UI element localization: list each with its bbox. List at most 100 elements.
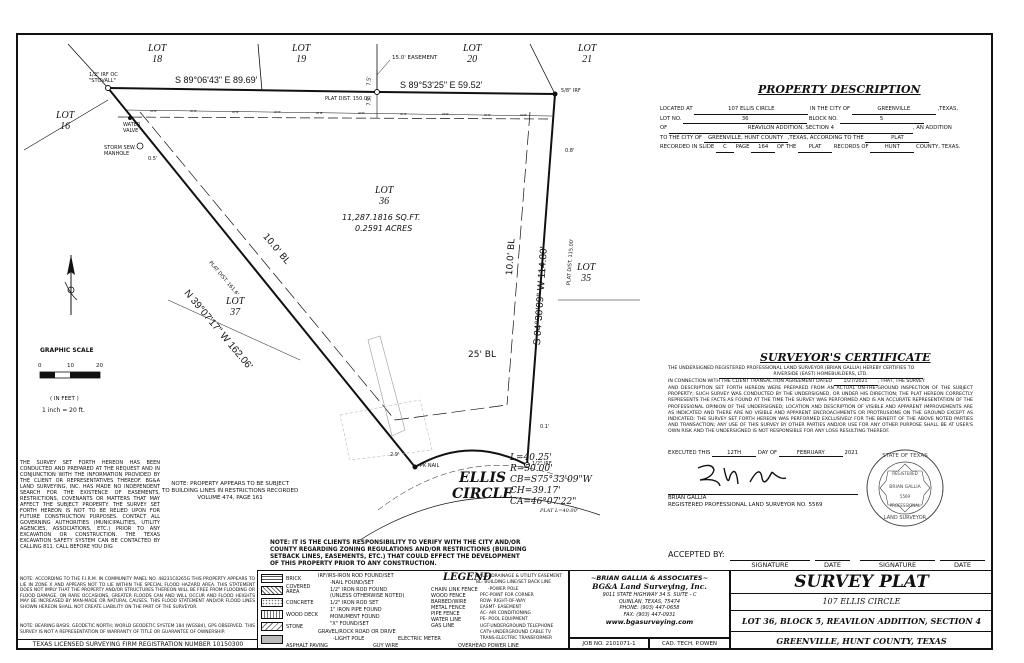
scale-unit: ( IN FEET ) xyxy=(50,396,79,402)
svg-text:OHP: OHP xyxy=(484,113,491,117)
legend-pe: PE- POOL EQUIPMENT xyxy=(480,617,528,622)
legend-brick: BRICK xyxy=(286,576,302,582)
legend-irf: IRF/IRS-IRON ROD FOUND/SET xyxy=(318,573,394,579)
easement-label: 15.0' EASEMENT xyxy=(392,55,438,61)
legend-wood-deck: WOOD DECK xyxy=(286,612,319,618)
corner-se-label: 1/2" IRF xyxy=(532,461,552,467)
legend-water-line: WATER LINE xyxy=(431,617,462,623)
svg-text:OHP: OHP xyxy=(190,109,197,113)
flood-note: NOTE: ACCORDING TO THE F.I.R.M. IN COMMU… xyxy=(20,577,255,610)
seal-registered: REGISTERED xyxy=(892,471,918,476)
street-curve xyxy=(359,497,601,541)
legend-gas-line: GAS LINE xyxy=(431,623,455,629)
scale-tick-20: 20 xyxy=(96,363,103,369)
executed-line: EXECUTED THIS 12TH DAY OF FEBRUARY 2021 xyxy=(668,450,858,457)
legend-x-found: "X" FOUND/SET xyxy=(330,621,369,627)
company-legal-name: BG&A Land Surveying, Inc. xyxy=(592,582,707,591)
seal-top-text: STATE OF TEXAS xyxy=(882,453,928,459)
offset-0-5: 0.5' xyxy=(148,156,158,162)
legend-pfc: PFC-POINT FOR CORNER xyxy=(480,593,534,598)
legend-stone: STONE xyxy=(286,624,304,630)
lot-line xyxy=(67,43,109,89)
plat-dist-north: PLAT DIST. 150.00' xyxy=(325,96,372,102)
stone-swatch xyxy=(261,622,283,631)
legend-pipe-found: 1" IRON PIPE FOUND xyxy=(330,607,382,613)
offset-2-9: 2.9' xyxy=(390,452,400,458)
easement-leader xyxy=(376,59,391,76)
seal-bottom-text: LAND SURVEYOR xyxy=(883,515,927,521)
surveyors-certificate-body: THE UNDERSIGNED REGISTERED PROFESSIONAL … xyxy=(668,366,973,434)
title-address: 107 ELLIS CIRCLE xyxy=(731,594,992,611)
job-number: JOB NO. 2101071-1 xyxy=(569,638,649,650)
covered-swatch xyxy=(261,586,283,595)
dim-7-5-lower: 7.5' xyxy=(366,96,373,106)
svg-text:OHP: OHP xyxy=(274,110,281,114)
legend-gravel: GRAVEL/ROCK ROAD OR DRIVE xyxy=(318,629,396,635)
building-line-south xyxy=(394,404,508,421)
corner-mid-marker xyxy=(374,89,380,95)
corner-nw-label: 1/2" IRF OC"STOVALL" xyxy=(89,72,118,84)
lot-line xyxy=(23,99,109,151)
legend-nail: -NAIL FOUND/SET xyxy=(330,580,374,586)
lot-line xyxy=(257,43,263,92)
legend-power-pole: -POWER POLE xyxy=(488,587,519,592)
company-website[interactable]: www.bgasurveying.com xyxy=(605,618,694,626)
building-line-east xyxy=(506,111,531,406)
company-name: ~BRIAN GALLIA & ASSOCIATES~ xyxy=(590,574,709,582)
property-description: LOCATED AT 107 ELLIS CIRCLE IN THE CITY … xyxy=(660,105,982,153)
legend-pipe-fence: PIPE FENCE xyxy=(431,611,460,617)
legend-rod-found: 1/2" IRON ROD FOUND xyxy=(330,587,388,593)
surveyors-certificate-title: SURVEYOR'S CERTIFICATE xyxy=(760,351,931,364)
north-arrow-icon xyxy=(64,255,78,315)
title-block: SURVEY PLAT 107 ELLIS CIRCLE LOT 36, BLO… xyxy=(730,570,993,650)
scale-ratio: 1 inch = 20 ft. xyxy=(42,407,85,414)
client-note: NOTE: IT IS THE CLIENTS RESPONSIBILITY T… xyxy=(270,540,527,567)
legend-ac: AC- AIR CONDITIONING xyxy=(480,611,531,616)
svg-text:OHP: OHP xyxy=(520,113,527,117)
storm-manhole-label: STORM SEW.MANHOLE xyxy=(104,145,136,157)
bearing-note: NOTE: BEARING BASIS: GEODETIC NORTH; WOR… xyxy=(20,624,255,635)
legend-barbed: BARBED/WIRE xyxy=(431,599,467,605)
legend-metal-fence: METAL FENCE xyxy=(431,605,466,611)
svg-text:OHP: OHP xyxy=(400,112,407,116)
cad-tech: CAD. TECH. P.OWEN xyxy=(649,638,730,650)
scale-bar xyxy=(39,371,101,379)
asphalt-swatch xyxy=(261,635,283,644)
street-centerline xyxy=(377,465,571,511)
concrete-swatch xyxy=(261,598,283,607)
company-block: ~BRIAN GALLIA & ASSOCIATES~ BG&A Land Su… xyxy=(569,570,730,638)
legend-title: LEGEND xyxy=(443,572,492,583)
building-line-south-label: 25' BL xyxy=(468,350,496,360)
legend-ohp: OVERHEAD POWER LINE xyxy=(458,643,519,649)
corner-ne-label: 5/8" IRF xyxy=(561,88,581,94)
corner-nw-marker xyxy=(105,85,111,91)
company-fax: FAX: (903) 447-0931 xyxy=(623,611,676,618)
building-line-west xyxy=(139,111,396,421)
company-city: QUINLAN, TEXAS, 75474 xyxy=(618,598,681,605)
legend-esmt: EASMT- EASEMENT xyxy=(480,605,522,610)
area-sqft: 11,287.1816 SQ.FT. xyxy=(342,213,421,222)
svg-text:OHP: OHP xyxy=(358,111,365,115)
property-boundary xyxy=(107,87,557,466)
legend-electric-meter: ELECTRIC METER xyxy=(398,636,441,642)
dim-7-5-upper: 7.5' xyxy=(366,76,373,86)
svg-text:OHP: OHP xyxy=(232,110,239,114)
scale-tick-10: 10 xyxy=(67,363,74,369)
svg-text:OHP: OHP xyxy=(150,109,157,113)
legend-catv: CATV-UNDERGROUND CABLE TV xyxy=(480,630,552,635)
bearing-north-east: S 89°53'25" E 59.52' xyxy=(400,80,483,90)
seal-professional: PROFESSIONAL xyxy=(889,503,921,508)
accepted-signature-2: SIGNATURE xyxy=(860,560,935,569)
survey-disclaimer: THE SURVEY SET FORTH HEREON HAS BEEN CON… xyxy=(20,460,160,550)
